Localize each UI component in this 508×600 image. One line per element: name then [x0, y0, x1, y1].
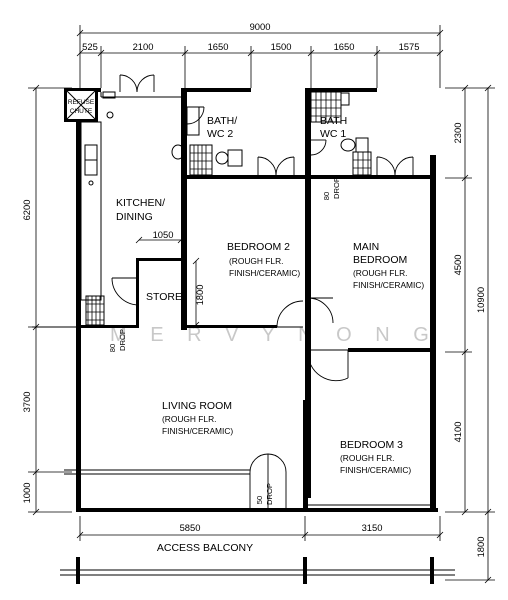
- store-label: STORE: [146, 291, 182, 303]
- top-dim-5: 1650: [334, 41, 355, 52]
- left-dim-1: 6200: [21, 200, 32, 221]
- main-bedroom-label-2: BEDROOM: [353, 254, 407, 266]
- watermark: M E R V Y N O N G: [110, 324, 438, 346]
- bedroom2-door: [276, 300, 304, 328]
- bath1-label-2: WC 1: [320, 128, 346, 140]
- bedroom3-door: [307, 349, 349, 382]
- left-dimensions: 6200 3700 1000: [21, 84, 72, 516]
- living-room-bottom-door: [249, 453, 287, 508]
- main-bedroom-label-1: MAIN: [353, 241, 379, 253]
- refuse-chute-label-2: CHUTE: [70, 108, 93, 115]
- bath2-label-2: WC 2: [207, 128, 233, 140]
- bath2-door: [186, 106, 205, 125]
- right-dim-2: 4500: [452, 255, 463, 276]
- refuse-chute-label-1: REFUSE: [68, 99, 95, 106]
- kitchen-label-1: KITCHEN/: [116, 197, 165, 209]
- right-dimensions: 2300 4500 4100 10900 1800: [445, 84, 495, 584]
- access-balcony: ACCESS BALCONY: [60, 542, 455, 584]
- bath1-label-1: BATH: [320, 115, 347, 127]
- windows: [32, 326, 436, 506]
- bath2-fixtures: [171, 106, 243, 176]
- top-dim-2: 2100: [133, 41, 154, 52]
- store-depth-dim: 1800: [194, 285, 205, 306]
- internal-dimensions: 1050 1800 80 DROP 80 DROP 50 DROP: [108, 177, 341, 505]
- right-total-dim: 10900: [475, 287, 486, 313]
- top-dim-4: 1500: [271, 41, 292, 52]
- left-dim-2: 3700: [21, 392, 32, 413]
- bath-drop-value: 80: [322, 192, 331, 200]
- kitchen-label-2: DINING: [116, 211, 153, 223]
- bath2-label-1: BATH/: [207, 115, 237, 127]
- bedroom2-finish-1: (ROUGH FLR.: [229, 256, 283, 266]
- bottom-dim-2: 3150: [362, 522, 383, 533]
- bedroom2-finish-2: FINISH/CERAMIC): [229, 268, 300, 278]
- balcony-depth-dim: 1800: [475, 537, 486, 558]
- left-dim-3: 1000: [21, 483, 32, 504]
- main-bedroom-finish-2: FINISH/CERAMIC): [353, 280, 424, 290]
- bath-drop-label: DROP: [332, 177, 341, 199]
- living-room-finish-1: (ROUGH FLR.: [162, 414, 216, 424]
- store-door: [111, 277, 140, 306]
- main-bedroom-finish-1: (ROUGH FLR.: [353, 268, 407, 278]
- doors: [111, 74, 414, 508]
- kitchen-fixtures: [80, 91, 181, 301]
- kitchen-entry-door: [119, 74, 155, 93]
- walls: [76, 88, 438, 512]
- bedroom2-label: BEDROOM 2: [227, 241, 290, 253]
- right-dim-3: 4100: [452, 422, 463, 443]
- bath1-lower-door: [376, 156, 414, 176]
- store-drop-label: DROP: [118, 329, 127, 351]
- refuse-chute: REFUSE CHUTE: [64, 88, 98, 122]
- top-dim-1: 525: [82, 41, 98, 52]
- right-dim-1: 2300: [452, 123, 463, 144]
- overall-width-label: 9000: [250, 21, 271, 32]
- bedroom3-finish-2: FINISH/CERAMIC): [340, 465, 411, 475]
- bottom-dimensions: 5850 3150: [76, 516, 444, 541]
- top-dim-3: 1650: [208, 41, 229, 52]
- bedroom3-label: BEDROOM 3: [340, 439, 403, 451]
- living-drop-label: DROP: [265, 483, 274, 505]
- bath2-lower-door: [257, 156, 295, 176]
- bath1-door: [310, 139, 327, 156]
- bath1-fixtures: [310, 91, 372, 176]
- room-labels: KITCHEN/ DINING BATH/ WC 2 BATH WC 1 BED…: [116, 115, 424, 475]
- store-width-dim: 1050: [153, 229, 174, 240]
- bottom-dim-1: 5850: [180, 522, 201, 533]
- bedroom3-finish-1: (ROUGH FLR.: [340, 453, 394, 463]
- living-room-label: LIVING ROOM: [162, 400, 232, 412]
- living-room-finish-2: FINISH/CERAMIC): [162, 426, 233, 436]
- store-drop-value: 80: [108, 344, 117, 352]
- hatch-panel-store: [85, 295, 105, 326]
- top-dim-6: 1575: [399, 41, 420, 52]
- access-balcony-label: ACCESS BALCONY: [157, 542, 253, 554]
- main-bedroom-door: [307, 297, 334, 324]
- living-drop-value: 50: [255, 496, 264, 504]
- top-dimensions: 9000 525 2100 1650 1500 1650 1575: [76, 21, 444, 88]
